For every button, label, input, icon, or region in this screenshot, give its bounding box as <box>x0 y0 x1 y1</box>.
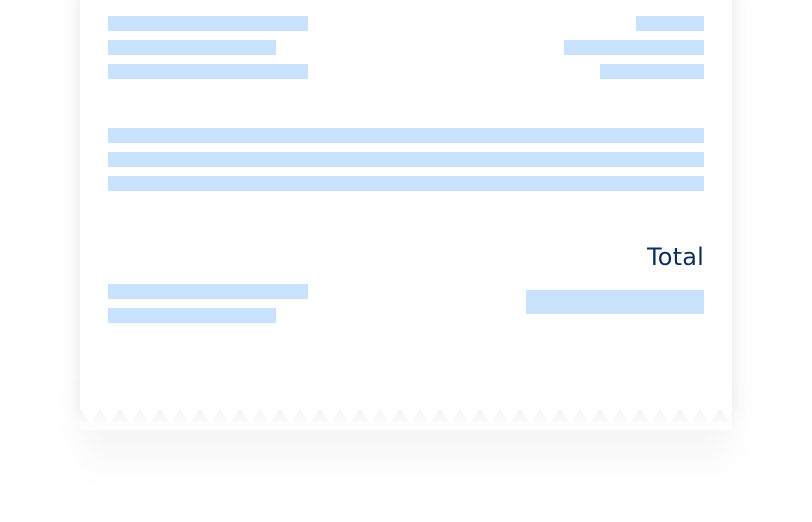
receipt-paper <box>80 0 732 410</box>
receipt-torn-edge <box>80 408 732 430</box>
header-right-line-3 <box>600 64 704 79</box>
footer-left-line-1 <box>108 284 308 299</box>
total-amount-placeholder <box>526 290 704 314</box>
header-left-line-2 <box>108 40 276 55</box>
header-left-line-3 <box>108 64 308 79</box>
total-label: Total <box>646 243 704 271</box>
body-line-3 <box>108 176 704 191</box>
header-right-line-2 <box>564 40 704 55</box>
header-left-line-1 <box>108 16 308 31</box>
body-line-2 <box>108 152 704 167</box>
body-line-1 <box>108 128 704 143</box>
header-right-line-1 <box>636 16 704 31</box>
footer-left-line-2 <box>108 308 276 323</box>
zigzag-edge-graphic <box>80 408 732 430</box>
